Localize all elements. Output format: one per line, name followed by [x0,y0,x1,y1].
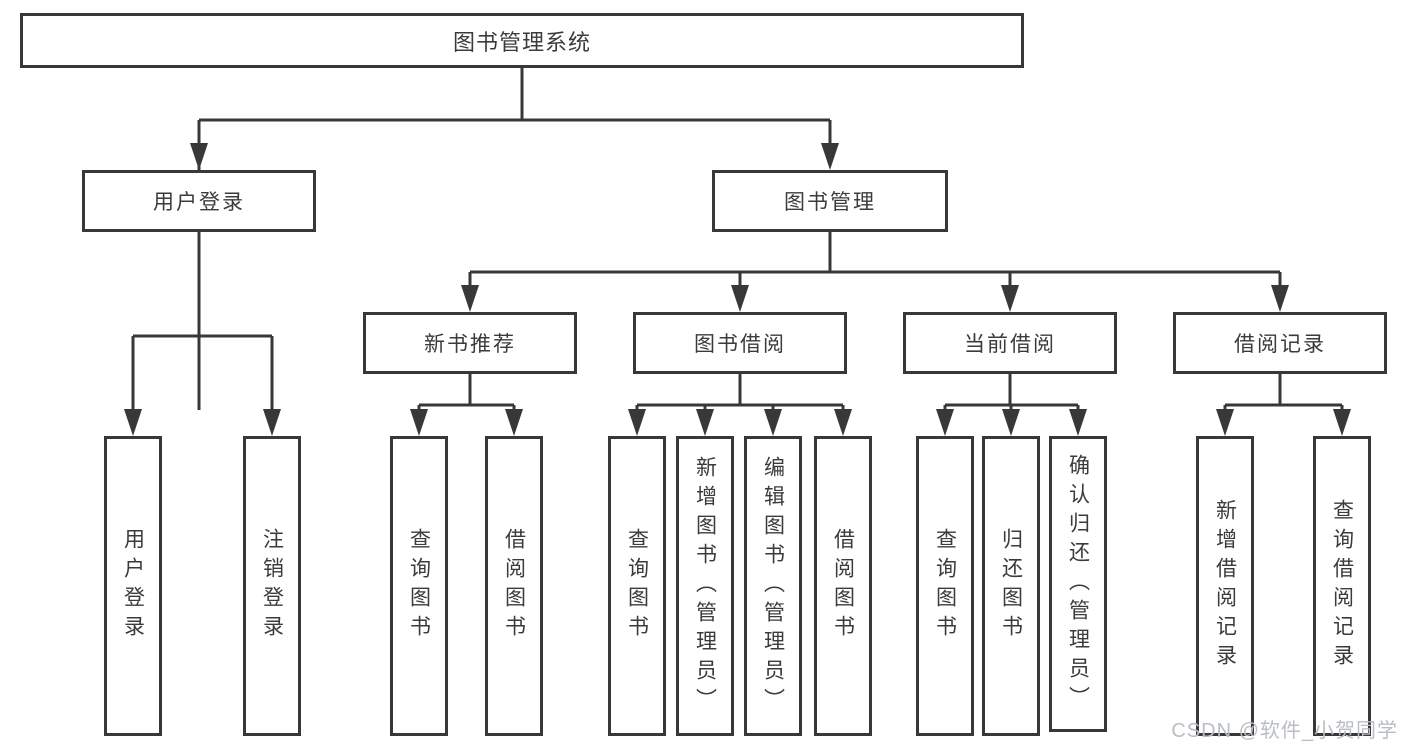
leaf-newbook-borrow-books: 借阅图书 [485,436,543,736]
leaf-label: 用户登录 [121,528,145,644]
new-book-connector [417,374,516,411]
arrowheads [124,143,1351,436]
leaf-label: 借阅图书 [831,528,855,644]
root-connector [197,68,832,410]
node-label: 图书管理系统 [452,29,591,55]
leaf-newbook-query-books: 查询图书 [390,436,448,736]
leaf-label: 归还图书 [999,528,1023,644]
leaf-borrow-edit-books-admin: 编辑图书（管理员） [744,436,802,736]
borrow-records-connector [1223,374,1344,411]
leaf-label: 注销登录 [260,528,284,644]
leaf-label: 查询图书 [407,528,431,644]
leaf-current-confirm-return-admin: 确认归还（管理员） [1049,436,1107,732]
node-label: 借阅记录 [1234,333,1326,356]
leaf-label: 编辑图书（管理员） [761,455,785,717]
leaf-label: 查询图书 [933,528,957,644]
leaf-label: 确认归还（管理员） [1066,453,1090,715]
leaf-label: 新增借阅记录 [1213,499,1237,673]
current-borrow-connector [943,374,1080,411]
leaf-borrow-query-books: 查询图书 [608,436,666,736]
leaf-current-query-books: 查询图书 [916,436,974,736]
node-new-book-recommend: 新书推荐 [363,312,577,374]
node-label: 图书借阅 [694,333,786,356]
node-library-management-system: 图书管理系统 [20,13,1024,68]
node-book-borrow: 图书借阅 [633,312,847,374]
leaf-records-query-borrow-record: 查询借阅记录 [1313,436,1371,736]
node-label: 当前借阅 [964,333,1056,356]
leaf-current-return-books: 归还图书 [982,436,1040,736]
leaf-user-login: 用户登录 [104,436,162,736]
node-book-management: 图书管理 [712,170,948,232]
leaf-label: 借阅图书 [502,528,526,644]
leaf-borrow-borrow-books: 借阅图书 [814,436,872,736]
leaf-logout: 注销登录 [243,436,301,736]
leaf-label: 查询图书 [625,528,649,644]
node-label: 图书管理 [784,191,876,214]
node-label: 用户登录 [153,191,245,214]
node-borrow-records: 借阅记录 [1173,312,1387,374]
node-user-login: 用户登录 [82,170,316,232]
leaf-label: 查询借阅记录 [1330,499,1354,673]
node-current-borrow: 当前借阅 [903,312,1117,374]
user-login-connector [131,232,274,411]
leaf-records-add-borrow-record: 新增借阅记录 [1196,436,1254,736]
leaf-label: 新增图书（管理员） [693,455,717,717]
node-label: 新书推荐 [424,333,516,356]
book-mgmt-connector [468,232,1282,287]
book-borrow-connector [635,374,845,411]
leaf-borrow-add-books-admin: 新增图书（管理员） [676,436,734,736]
csdn-watermark: CSDN @软件_小贺同学 [1171,720,1398,742]
